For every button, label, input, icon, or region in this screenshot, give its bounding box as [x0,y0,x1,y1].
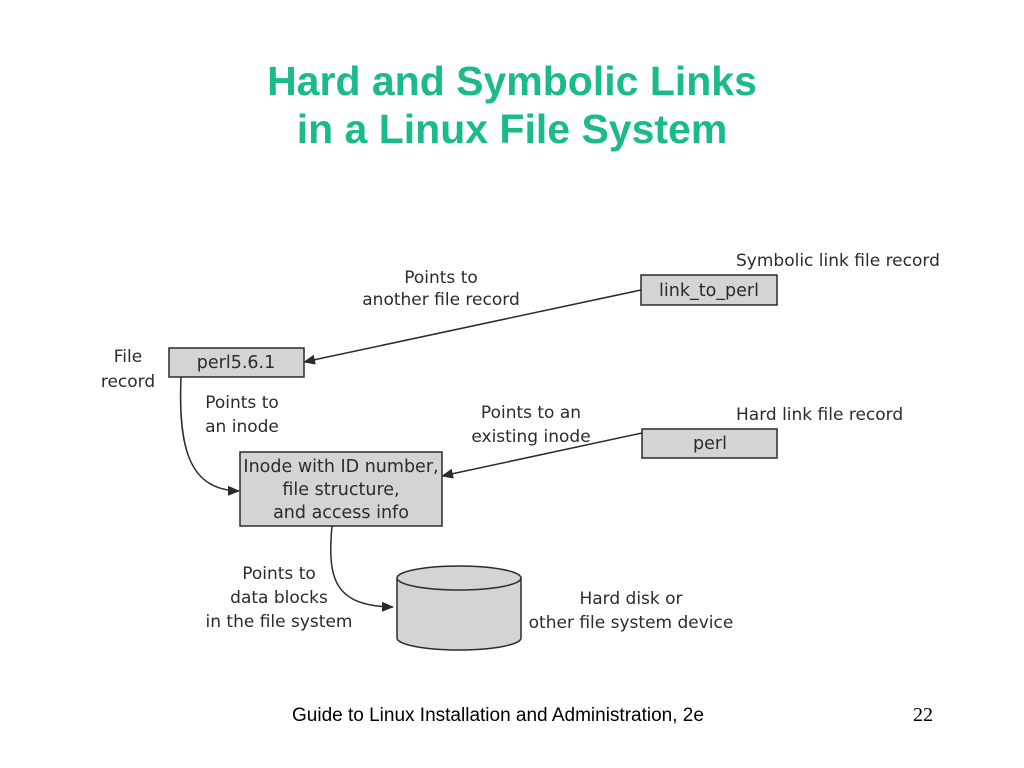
points-to-inode-line-1: Points to [205,393,279,413]
symlink-record-label: Symbolic link file record [736,251,940,271]
page-number: 22 [913,704,933,726]
inode-box [239,451,443,527]
arrow-inode-to-disk [330,525,394,612]
slide-title: Hard and Symbolic Links in a Linux File … [0,57,1024,153]
hardlink-record-label: Hard link file record [736,405,903,425]
hardlink-box-label: perl [693,434,727,454]
symlink-box-label: link_to_perl [659,281,759,301]
points-to-inode-line-2: an inode [205,417,279,437]
arrow-symlink-to-file [303,289,642,365]
points-to-existing-line-2: existing inode [471,427,590,447]
points-to-blocks-line-3: in the file system [206,612,353,632]
arrow-file-to-inode [179,376,240,496]
points-to-existing-line-1: Points to an [481,403,581,423]
symlink-box [640,274,778,306]
points-to-blocks-line-1: Points to [242,564,316,584]
arrow-hardlink-to-inode [441,432,643,479]
disk-label-line-2: other file system device [529,613,734,633]
slide-title-line-1: Hard and Symbolic Links [267,58,757,104]
footer-text: Guide to Linux Installation and Administ… [292,705,704,726]
inode-box-line-3: and access info [273,503,409,523]
hardlink-box [641,428,778,459]
inode-box-line-2: file structure, [282,480,399,500]
points-to-another-line-1: Points to [404,268,478,288]
disk-cylinder-icon [396,565,522,651]
points-to-blocks-line-2: data blocks [230,588,328,608]
slide-title-line-2: in a Linux File System [296,106,728,152]
disk-label-line-1: Hard disk or [579,589,682,609]
file-record-label-line-2: record [101,372,155,392]
file-record-label-line-1: File [114,347,142,367]
file-box [168,347,305,378]
inode-box-line-1: Inode with ID number, [243,457,438,477]
points-to-another-line-2: another file record [362,290,519,310]
file-box-label: perl5.6.1 [197,353,275,373]
